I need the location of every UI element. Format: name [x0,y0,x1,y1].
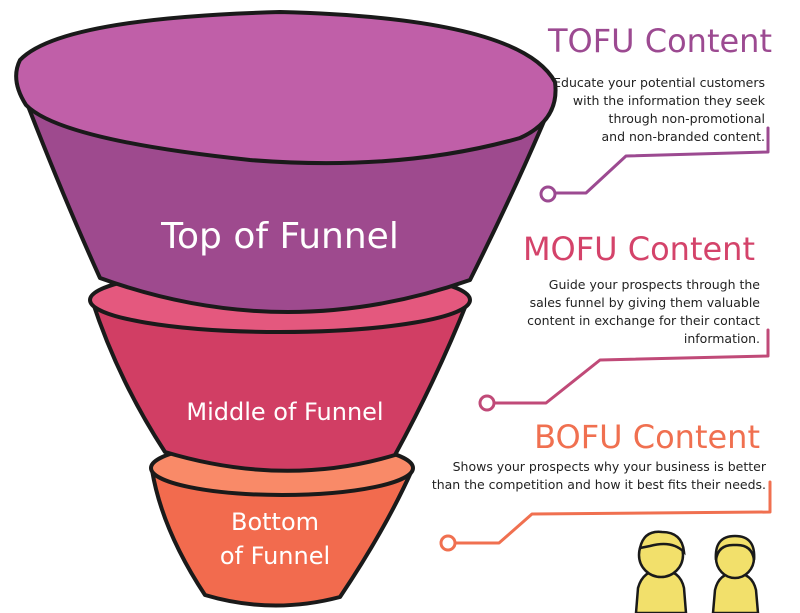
bofu-desc-line: Shows your prospects why your business i… [452,459,766,474]
tofu-connector-dot [539,185,557,203]
top-of-funnel-segment [14,10,558,314]
tofu-title: TOFU Content [548,22,772,60]
woman-figure [711,534,760,613]
tofu-description: Educate your potential customers with th… [553,74,765,146]
bofu-connector-dot [439,534,457,552]
middle-of-funnel-label: Middle of Funnel [186,398,384,426]
middle-segment-body [90,298,470,473]
mofu-connector-line [492,328,770,405]
mofu-connector-dot [478,394,496,412]
mofu-desc-line: content in exchange for their contact [527,313,760,328]
mofu-desc-line: sales funnel by giving them valuable [529,295,760,310]
tofu-desc-line: and non-branded content. [601,129,765,144]
mofu-description: Guide your prospects through the sales f… [527,276,760,348]
people-illustration [634,530,760,613]
bofu-title: BOFU Content [534,418,760,456]
top-segment-rim [14,10,558,166]
bottom-of-funnel-label-line2: of Funnel [219,542,331,570]
bofu-desc-line: than the competition and how it best fit… [431,477,766,492]
mofu-desc-line: information. [683,331,760,346]
tofu-desc-line: through non-promotional [608,111,765,126]
bottom-of-funnel-label-line1: Bottom [230,508,320,536]
bofu-connector-line [453,480,772,545]
bottom-segment-body [150,468,414,608]
bofu-description: Shows your prospects why your business i… [432,458,766,494]
tofu-connector-line [553,126,770,195]
tofu-desc-line: Educate your potential customers [553,75,765,90]
man-figure [634,530,688,613]
mofu-title: MOFU Content [522,230,755,268]
mofu-desc-line: Guide your prospects through the [548,277,760,292]
tofu-desc-line: with the information they seek [572,93,765,108]
top-of-funnel-label: Top of Funnel [161,216,399,257]
